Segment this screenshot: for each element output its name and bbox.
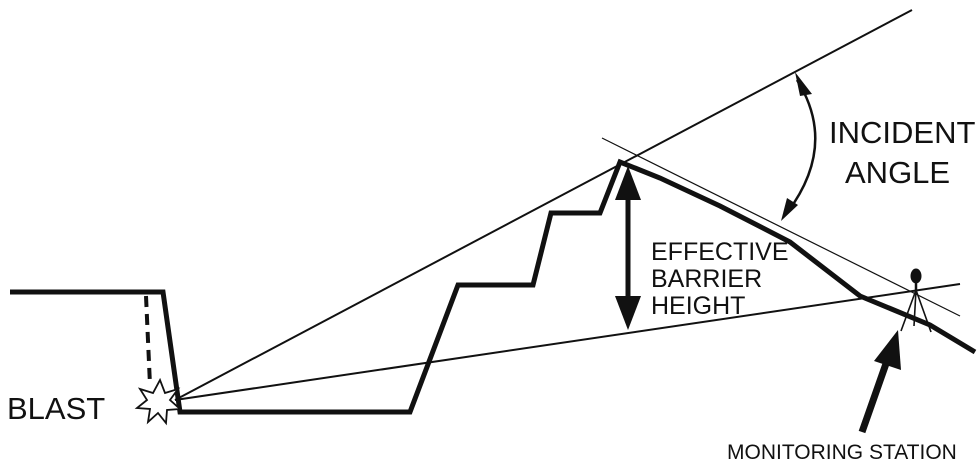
blast-star-icon <box>134 377 183 426</box>
monitoring-station-label: MONITORING STATION <box>727 441 957 464</box>
incident-angle-arc-arrow <box>785 79 817 214</box>
monitoring-station-tripod-icon <box>900 268 932 333</box>
barrier-slope-tangent-line <box>601 137 961 317</box>
barrier-height-label-line2: BARRIER <box>651 265 762 293</box>
incident-angle-label-line2: ANGLE <box>845 155 950 190</box>
incident-angle-arrowhead-top <box>795 72 812 96</box>
barrier-height-arrowhead-bottom <box>615 296 641 330</box>
monitoring-station-arrowhead <box>874 330 901 370</box>
line-of-sight-lower <box>174 283 961 401</box>
blast-label: BLAST <box>7 391 105 426</box>
terrain-profile <box>10 158 977 415</box>
monitoring-station-arrow-shaft <box>858 356 892 434</box>
barrier-height-arrowhead-top <box>615 166 641 200</box>
incident-angle-arrowhead-bottom <box>781 198 798 221</box>
barrier-height-label-line1: EFFECTIVE <box>651 238 789 266</box>
line-of-sight-upper <box>174 9 913 401</box>
barrier-height-label-line3: HEIGHT <box>651 292 745 320</box>
incident-angle-label-line1: INCIDENT <box>829 115 975 150</box>
borehole-dashed-line <box>144 295 152 386</box>
